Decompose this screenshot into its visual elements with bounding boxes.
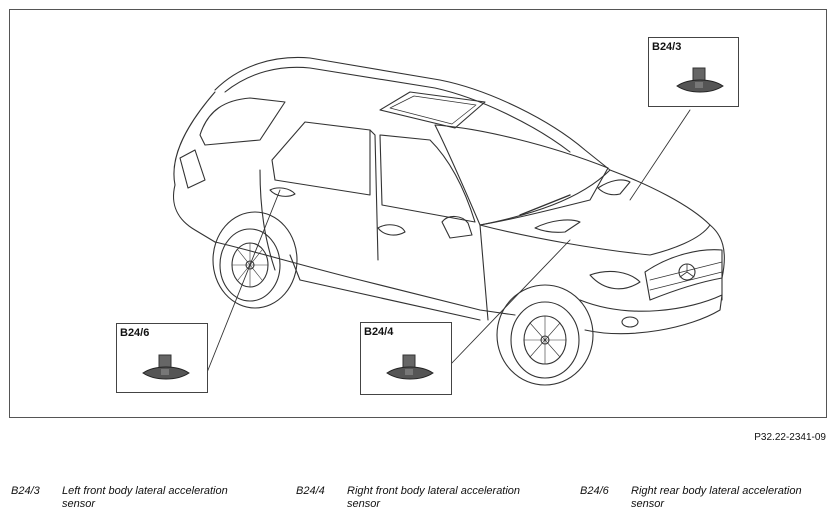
callout-b24-6: B24/6 bbox=[116, 323, 208, 393]
hood-vent-right bbox=[597, 179, 631, 196]
hood bbox=[479, 169, 711, 256]
side-window-front bbox=[379, 134, 476, 223]
headlight bbox=[589, 270, 641, 290]
legend-code: B24/3 bbox=[11, 485, 40, 497]
legend-description: Left front body lateral acceleration sen… bbox=[62, 485, 228, 510]
roof-outline bbox=[214, 56, 611, 171]
sensor-icon bbox=[386, 354, 434, 380]
callout-label: B24/6 bbox=[120, 327, 150, 339]
legend-code: B24/4 bbox=[296, 485, 325, 497]
leader-line-b24-3 bbox=[629, 109, 691, 201]
rear-body bbox=[173, 91, 216, 186]
grille bbox=[644, 249, 723, 301]
callout-label: B24/4 bbox=[364, 326, 394, 338]
figure-number: P32.22-2341-09 bbox=[754, 432, 826, 443]
callout-b24-3: B24/3 bbox=[648, 37, 739, 107]
rear-wheel-arch bbox=[212, 211, 298, 309]
tail-light bbox=[179, 149, 206, 189]
front-wheel-arch bbox=[496, 284, 594, 386]
leader-line-b24-6 bbox=[205, 189, 281, 376]
sensor-icon bbox=[142, 354, 190, 380]
diagram-frame: B24/3 B24/4 B24/6 bbox=[9, 9, 827, 418]
front-door-handle bbox=[377, 224, 406, 236]
callout-label: B24/3 bbox=[652, 41, 682, 53]
bumper bbox=[579, 294, 723, 335]
rear-window bbox=[199, 97, 286, 146]
hood-vent-left bbox=[534, 219, 581, 233]
rear-wheel bbox=[219, 228, 281, 302]
callout-b24-4: B24/4 bbox=[360, 322, 452, 395]
rear-door-handle bbox=[269, 187, 296, 197]
side-window-rear bbox=[271, 121, 371, 196]
windshield bbox=[434, 124, 609, 226]
roof-rail bbox=[224, 66, 571, 153]
legend-code: B24/6 bbox=[580, 485, 609, 497]
side-mirror bbox=[441, 215, 473, 239]
sunroof bbox=[379, 91, 486, 129]
front-wheel bbox=[510, 301, 580, 379]
sensor-icon bbox=[676, 67, 724, 93]
legend-description: Right rear body lateral acceleration sen… bbox=[631, 485, 802, 510]
fog-light bbox=[621, 316, 639, 328]
vehicle-illustration bbox=[173, 56, 725, 386]
legend-description: Right front body lateral acceleration se… bbox=[347, 485, 521, 510]
leader-line-b24-4 bbox=[449, 239, 571, 366]
